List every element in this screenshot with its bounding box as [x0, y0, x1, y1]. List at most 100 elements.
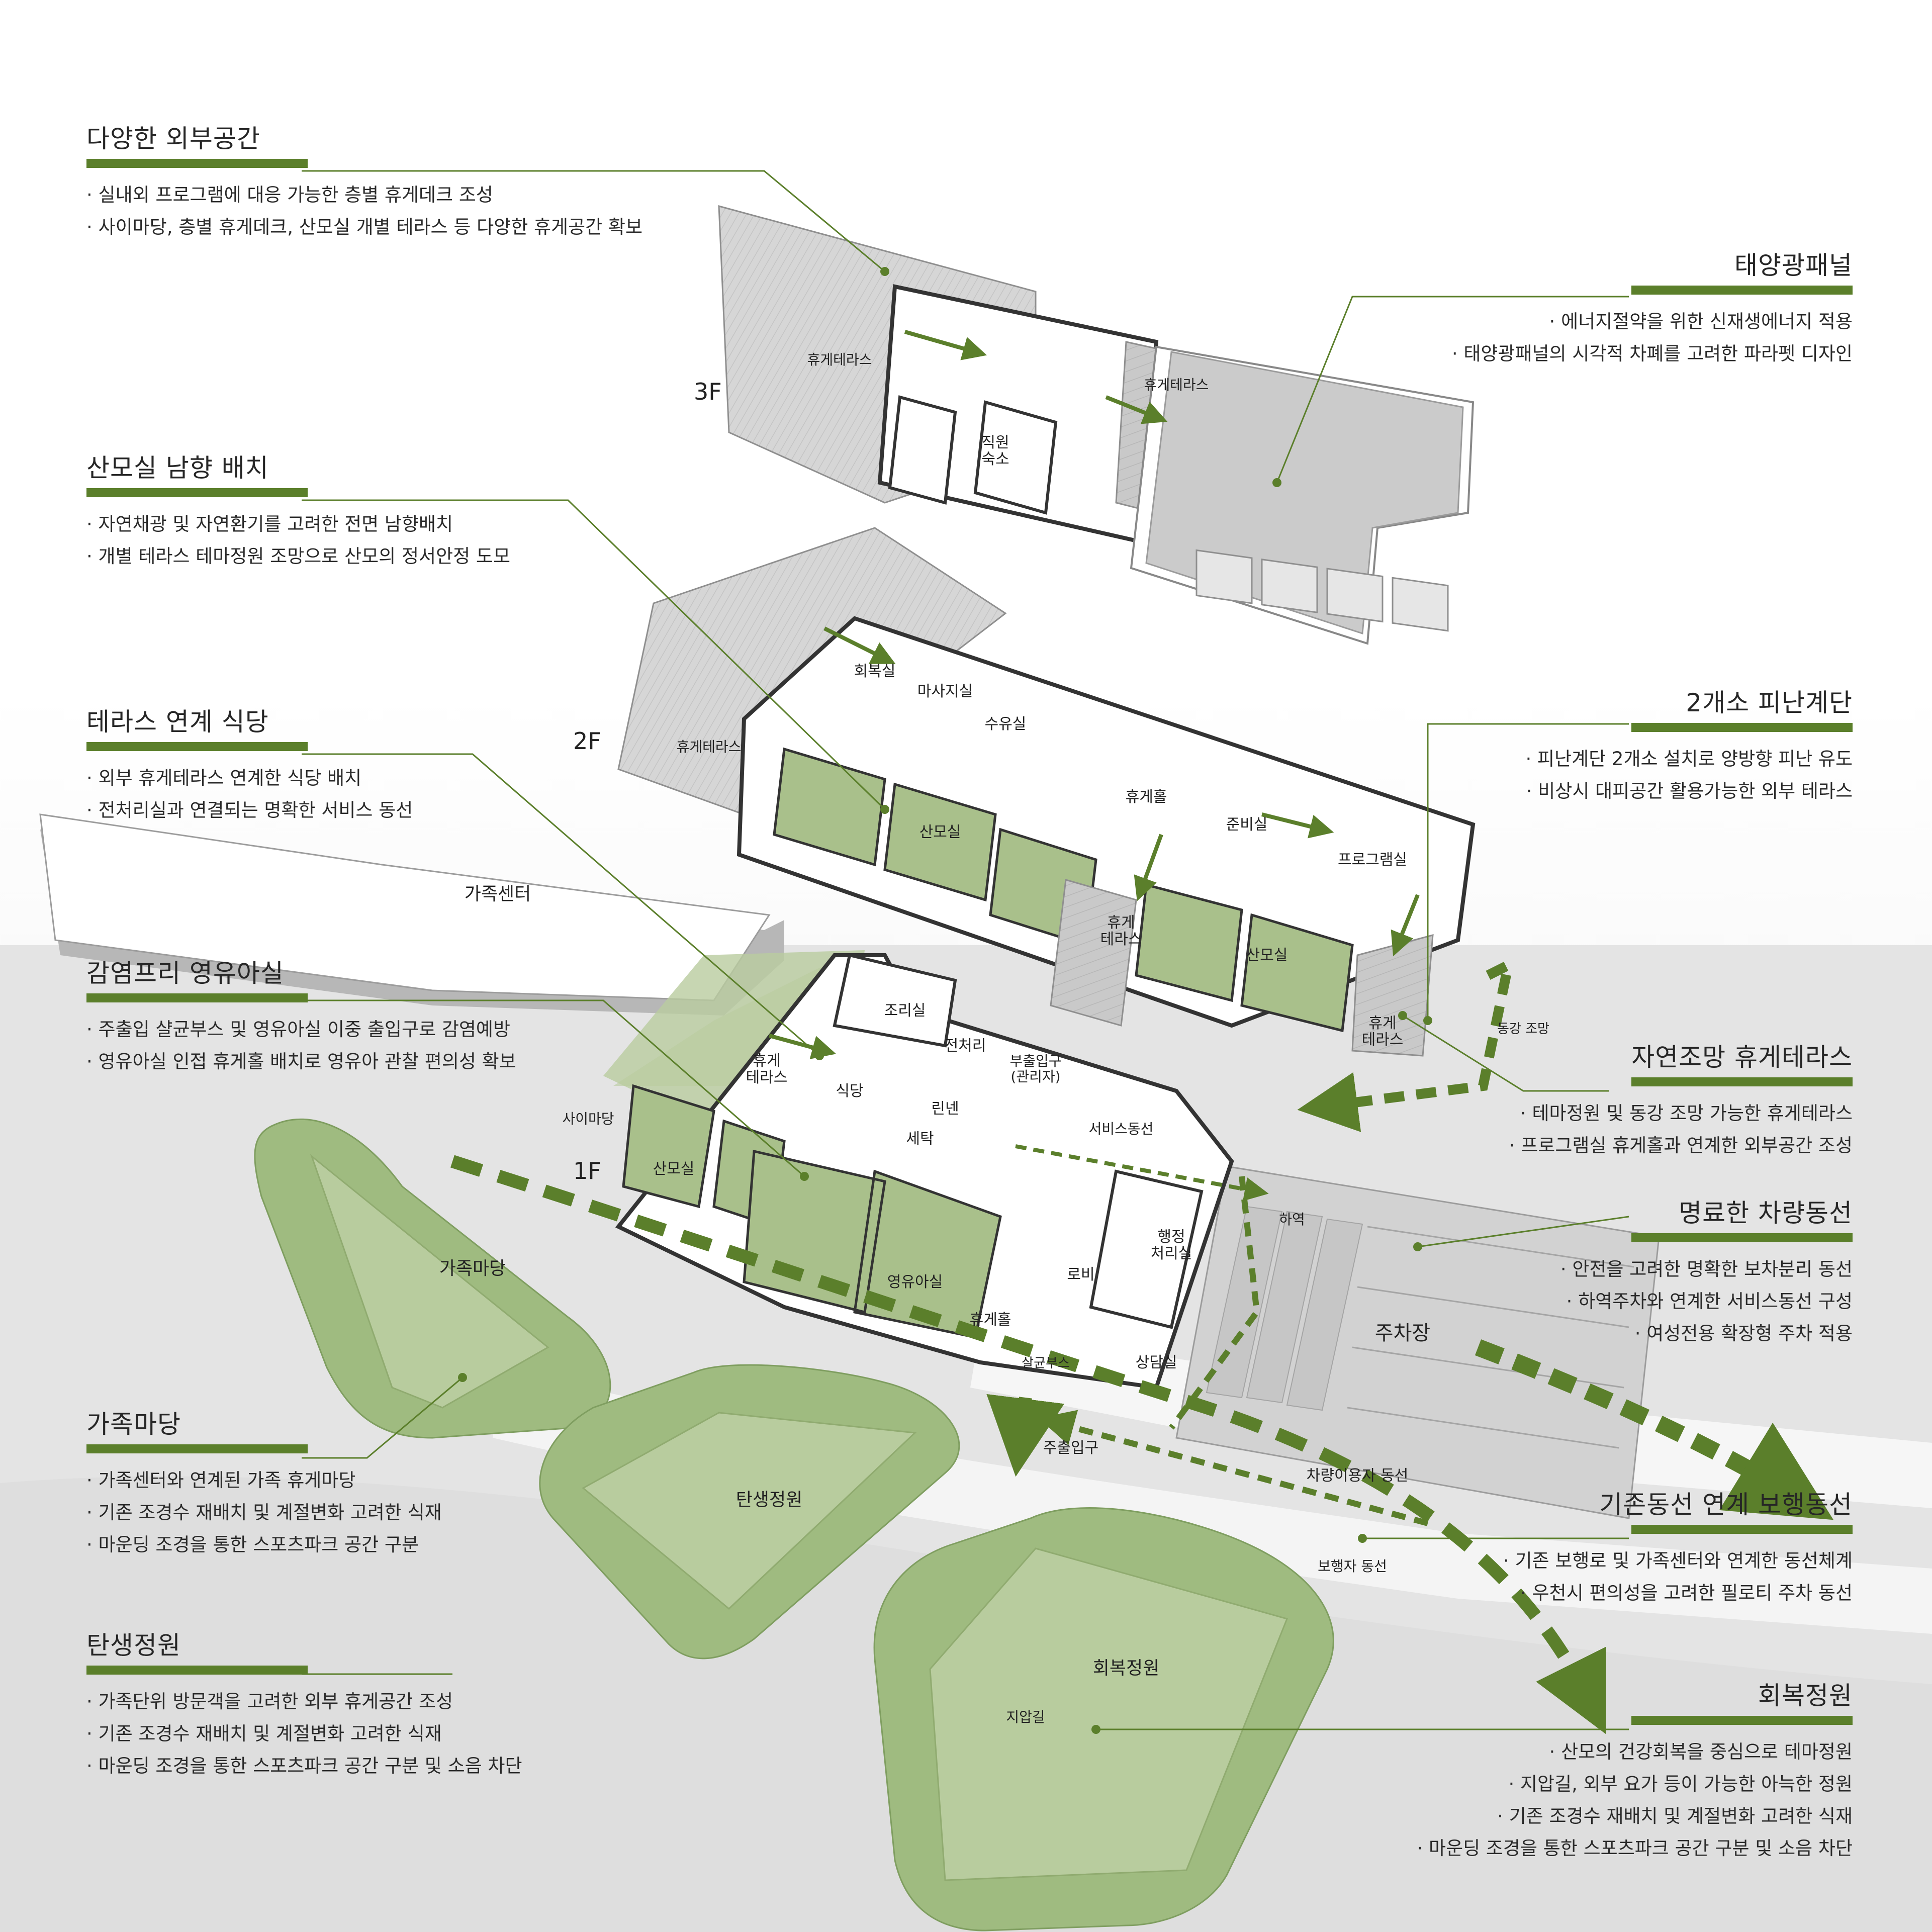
annotation-title: 자연조망 휴게테라스: [1631, 1043, 1853, 1072]
label-service-route: 서비스동선: [1089, 1121, 1154, 1137]
label-linen-room: 린넨: [931, 1100, 959, 1118]
label-prep-room: 준비실: [1226, 816, 1268, 834]
annotation-item: 영유아실 인접 휴게홀 배치로 영유아 관찰 편의성 확보: [86, 1046, 516, 1078]
annotation-item: 안전을 고려한 명확한 보차분리 동선: [1560, 1253, 1853, 1285]
annotation-birth-garden: 탄생정원 가족단위 방문객을 고려한 외부 휴게공간 조성 기존 조경수 재배치…: [86, 1631, 522, 1782]
annotation-item: 기존 조경수 재배치 및 계절변화 고려한 식재: [1417, 1800, 1853, 1832]
annotation-item: 가족센터와 연계된 가족 휴게마당: [86, 1464, 442, 1497]
parking-area: [1175, 1165, 1660, 1519]
annotation-item: 외부 휴게테라스 연계한 식당 배치: [86, 762, 413, 794]
annotation-item: 가족단위 방문객을 고려한 외부 휴게공간 조성: [86, 1686, 522, 1718]
label-mother-room-1f: 산모실: [653, 1160, 695, 1178]
annotation-bar: [86, 1665, 308, 1675]
label-laundry: 세탁: [906, 1130, 934, 1148]
label-massage-room: 마사지실: [917, 683, 973, 700]
annotation-item: 프로그램실 휴게홀과 연계한 외부공간 조성: [1509, 1130, 1853, 1162]
annotation-title: 태양광패널: [1734, 251, 1853, 280]
flow-arrows: [450, 330, 1834, 1734]
annotation-pedestrian-circulation: 기존동선 연계 보행동선 기존 보행로 및 가족센터와 연계한 동선체계 우천시…: [1503, 1490, 1853, 1609]
annotation-title: 가족마당: [86, 1410, 181, 1439]
label-infant-room: 영유아실: [887, 1273, 943, 1291]
annotation-title: 2개소 피난계단: [1686, 688, 1853, 717]
annotation-title: 명료한 차량동선: [1679, 1199, 1853, 1228]
annotation-item: 개별 테라스 테마정원 조망으로 산모의 정서안정 도모: [86, 540, 510, 573]
label-program-room: 프로그램실: [1338, 851, 1407, 869]
annotation-item: 하역주차와 연계한 서비스동선 구성: [1560, 1285, 1853, 1318]
annotation-item: 여성전용 확장형 주차 적용: [1560, 1318, 1853, 1350]
annotation-solar-panels: 태양광패널 에너지절약을 위한 신재생에너지 적용 태양광패널의 시각적 차폐를…: [1452, 251, 1853, 370]
annotation-diverse-outdoor-spaces: 다양한 외부공간 실내외 프로그램에 대응 가능한 층별 휴게데크 조성 사이마…: [86, 124, 643, 243]
leader-lines: [302, 170, 1629, 1730]
label-lobby: 로비: [1067, 1266, 1094, 1283]
label-nursing-room: 수유실: [985, 715, 1027, 733]
label-pre-processing: 전처리: [945, 1037, 986, 1055]
label-parking-lot: 주차장: [1375, 1322, 1430, 1345]
annotation-item: 우천시 편의성을 고려한 필로티 주차 동선: [1503, 1577, 1853, 1609]
annotation-bar: [86, 488, 308, 497]
label-lounge-1f: 휴게홀: [970, 1311, 1011, 1329]
label-family-yard: 가족마당: [439, 1258, 506, 1279]
label-kitchen: 조리실: [884, 1002, 926, 1020]
annotation-item: 사이마당, 층별 휴게데크, 산모실 개별 테라스 등 다양한 휴게공간 확보: [86, 211, 643, 243]
annotation-title: 회복정원: [1758, 1681, 1853, 1710]
annotation-south-facing-mother-rooms: 산모실 남향 배치 자연채광 및 자연환기를 고려한 전면 남향배치 개별 테라…: [86, 453, 510, 573]
annotation-item: 지압길, 외부 요가 등이 가능한 아늑한 정원: [1417, 1768, 1853, 1800]
annotation-item: 피난계단 2개소 설치로 양방향 피난 유도: [1525, 743, 1853, 775]
label-loading: 하역: [1279, 1211, 1305, 1228]
annotation-item: 산모의 건강회복을 중심으로 테마정원: [1417, 1736, 1853, 1768]
annotation-bar: [86, 993, 308, 1002]
annotation-infection-free-infant-room: 감염프리 영유아실 주출입 샬균부스 및 영유아실 이중 출입구로 감염예방 영…: [86, 959, 516, 1078]
gardens: [254, 950, 1334, 1931]
annotation-title: 다양한 외부공간: [86, 124, 260, 153]
label-rest-terrace-2f: 휴게테라스: [677, 739, 742, 755]
floor-label-2f: 2F: [573, 727, 601, 755]
label-lounge-2f: 휴게홀: [1126, 788, 1167, 806]
annotation-item: 테마정원 및 동강 조망 가능한 휴게테라스: [1509, 1097, 1853, 1130]
label-family-center: 가족센터: [465, 884, 531, 904]
annotation-bar: [1631, 1077, 1853, 1086]
annotation-item: 마운딩 조경을 통한 스포츠파크 공간 구분 및 소음 차단: [1417, 1832, 1853, 1865]
label-side-yard: 사이마당: [562, 1111, 614, 1127]
annotation-item: 기존 조경수 재배치 및 계절변화 고려한 식재: [86, 1497, 442, 1529]
annotation-bar: [86, 742, 308, 751]
annotation-item: 기존 보행로 및 가족센터와 연계한 동선체계: [1503, 1545, 1853, 1577]
annotation-terrace-dining: 테라스 연계 식당 외부 휴게테라스 연계한 식당 배치 전처리실과 연결되는 …: [86, 707, 413, 826]
annotation-item: 주출입 샬균부스 및 영유아실 이중 출입구로 감염예방: [86, 1014, 516, 1046]
annotation-bar: [1631, 1715, 1853, 1725]
annotation-bar: [86, 1444, 308, 1453]
annotation-title: 탄생정원: [86, 1631, 181, 1660]
annotation-family-yard: 가족마당 가족센터와 연계된 가족 휴게마당 기존 조경수 재배치 및 계절변화…: [86, 1410, 442, 1561]
label-sterilization-booth: 살균부스: [1022, 1356, 1070, 1371]
annotation-title: 감염프리 영유아실: [86, 959, 284, 988]
label-mother-room-2f-west: 산모실: [919, 823, 961, 841]
annotation-title: 산모실 남향 배치: [86, 453, 269, 483]
label-sub-entrance: 부출입구(관리자): [1009, 1053, 1061, 1085]
floor-1-plan: [613, 953, 1234, 1390]
label-birth-garden: 탄생정원: [736, 1490, 802, 1510]
annotation-bar: [1631, 1524, 1853, 1534]
label-vehicle-route: 차량이용자 동선: [1307, 1467, 1409, 1485]
label-pedestrian-route: 보행자 동선: [1318, 1558, 1387, 1575]
label-mother-room-2f-east: 산모실: [1246, 947, 1288, 964]
annotation-bar: [1631, 285, 1853, 295]
label-counseling-room: 상담실: [1136, 1354, 1177, 1371]
annotation-nature-view-terrace: 자연조망 휴게테라스 테마정원 및 동강 조망 가능한 휴게테라스 프로그램실 …: [1509, 1043, 1853, 1162]
label-dining-hall: 식당: [836, 1082, 863, 1100]
annotation-item: 실내외 프로그램에 대응 가능한 층별 휴게데크 조성: [86, 179, 642, 211]
annotation-item: 비상시 대피공간 활용가능한 외부 테라스: [1525, 775, 1853, 807]
family-center-building: [39, 813, 784, 1016]
label-rest-terrace-3f-west: 휴게테라스: [807, 351, 872, 368]
floor-label-1f: 1F: [573, 1157, 601, 1184]
annotation-two-evacuation-stairs: 2개소 피난계단 피난계단 2개소 설치로 양방향 피난 유도 비상시 대피공간…: [1525, 688, 1853, 807]
label-rest-terrace-3f-east: 휴게테라스: [1144, 377, 1209, 393]
annotation-bar: [86, 158, 308, 168]
annotation-item: 마운딩 조경을 통한 스포츠파크 공간 구분: [86, 1529, 442, 1561]
label-recovery-garden: 회복정원: [1093, 1658, 1159, 1679]
annotation-item: 마운딩 조경을 통한 스포츠파크 공간 구분 및 소음 차단: [86, 1750, 522, 1782]
